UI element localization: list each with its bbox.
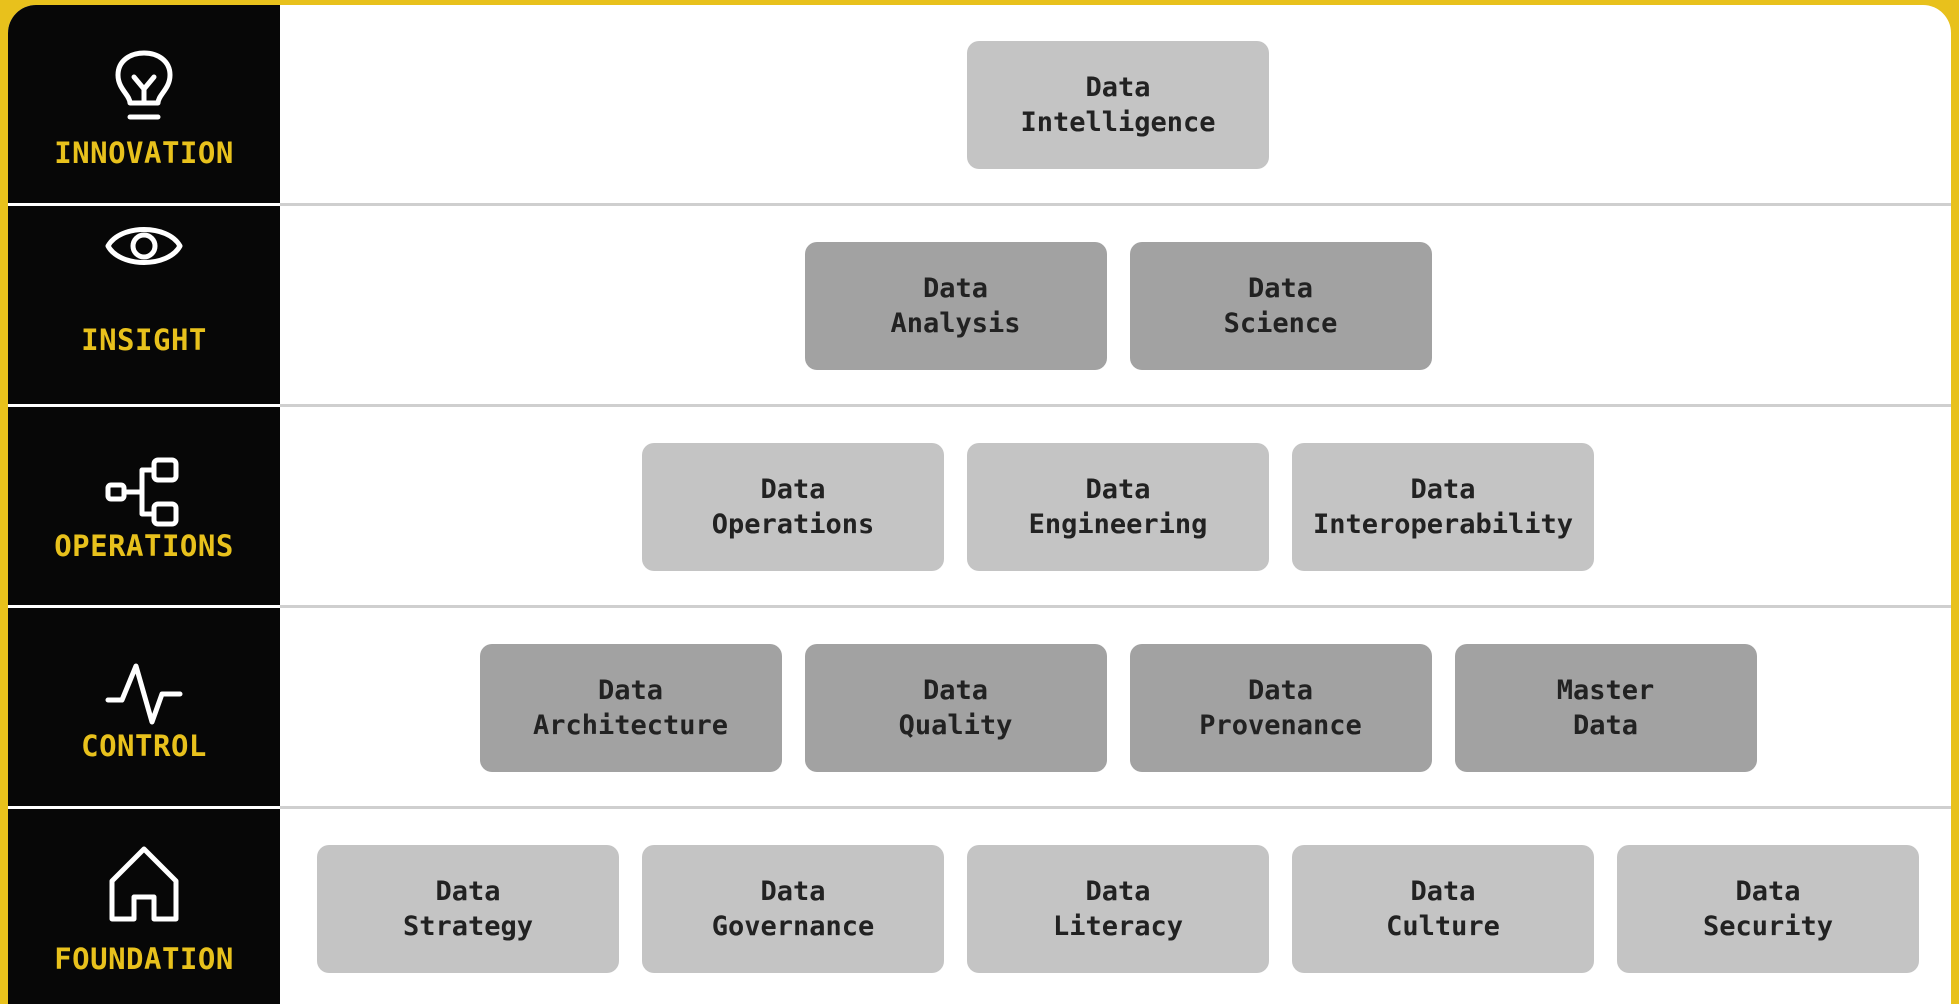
box-line1: Data (1410, 876, 1476, 907)
box-line2: Analysis (890, 308, 1021, 339)
layer-foundation: FOUNDATION Data Strategy Data Governance… (8, 809, 1951, 1004)
box-line2: Security (1702, 911, 1834, 942)
layer-label-panel: OPERATIONS (8, 407, 280, 607)
box-line1: Data (1410, 474, 1476, 505)
box-line2: Strategy (402, 911, 534, 942)
box-line2: Engineering (1028, 509, 1208, 540)
box-line2: Intelligence (1020, 107, 1216, 138)
box-line2: Operations (711, 509, 875, 540)
box-data-quality: Data Quality (804, 644, 1107, 772)
layer-label-panel: FOUNDATION (8, 809, 280, 1004)
layer-label: FOUNDATION (54, 942, 234, 976)
layer-label-panel: CONTROL (8, 608, 280, 808)
layer-label: OPERATIONS (54, 529, 234, 563)
pulse-icon (104, 654, 184, 734)
box-line1: Data (922, 273, 989, 304)
box-line1: Data (435, 876, 501, 907)
box-line1: Data (1085, 72, 1151, 103)
layer-boxes: Data Architecture Data Quality Data Prov… (313, 644, 1923, 772)
layer-boxes: Data Strategy Data Governance Data Liter… (313, 845, 1923, 973)
layer-label: CONTROL (81, 729, 207, 763)
box-data-security: Data Security (1617, 845, 1919, 973)
box-line2: Culture (1386, 911, 1500, 942)
pyramid-diagram: INNOVATION Data Intelligence INSIGHT Dat… (8, 5, 1951, 1004)
box-data-governance: Data Governance (642, 845, 944, 973)
box-line1: Data (597, 675, 664, 706)
label-divider (8, 404, 280, 407)
box-line1: Data (760, 474, 826, 505)
box-line1: Data (1247, 273, 1314, 304)
box-data-interoperability: Data Interoperability (1292, 443, 1594, 571)
box-line1: Data (1735, 876, 1801, 907)
layer-control: CONTROL Data Architecture Data Quality D… (8, 608, 1951, 808)
box-data-literacy: Data Literacy (967, 845, 1269, 973)
box-data-intelligence: Data Intelligence (967, 41, 1269, 169)
row-divider (8, 605, 1951, 608)
box-line2: Provenance (1199, 710, 1362, 741)
box-line2: Interoperability (1312, 509, 1574, 540)
house-icon (104, 845, 184, 925)
box-line2: Quality (898, 710, 1013, 741)
row-divider (8, 404, 1951, 407)
box-line2: Literacy (1052, 911, 1184, 942)
box-data-provenance: Data Provenance (1129, 644, 1432, 772)
layer-label-panel: INNOVATION (8, 5, 280, 203)
box-data-operations: Data Operations (642, 443, 944, 571)
layer-label-panel: INSIGHT (8, 206, 280, 406)
box-data-engineering: Data Engineering (967, 443, 1269, 571)
layer-label: INSIGHT (81, 323, 207, 357)
row-divider (8, 806, 1951, 809)
box-data-analysis: Data Analysis (804, 242, 1107, 370)
box-line1: Data (760, 876, 826, 907)
box-line1: Data (1247, 675, 1314, 706)
layer-insight: INSIGHT Data Analysis Data Science (8, 206, 1951, 406)
layer-innovation: INNOVATION Data Intelligence (8, 5, 1951, 203)
box-line1: Data (922, 675, 989, 706)
layer-operations: OPERATIONS Data Operations Data Engineer… (8, 407, 1951, 607)
box-line1: Master (1556, 675, 1655, 706)
row-divider (8, 203, 1951, 206)
box-line2: Architecture (532, 710, 729, 741)
box-data-culture: Data Culture (1292, 845, 1594, 973)
box-data-strategy: Data Strategy (317, 845, 619, 973)
box-line1: Data (1085, 876, 1151, 907)
layer-boxes: Data Analysis Data Science (313, 242, 1923, 370)
label-divider (8, 806, 280, 809)
layer-boxes: Data Intelligence (313, 41, 1923, 169)
layer-boxes: Data Operations Data Engineering Data In… (313, 443, 1923, 571)
eye-icon (104, 206, 184, 286)
workflow-icon (104, 452, 184, 532)
box-line2: Governance (711, 911, 875, 942)
layer-label: INNOVATION (54, 136, 234, 170)
box-data-science: Data Science (1129, 242, 1432, 370)
box-master-data: Master Data (1454, 644, 1757, 772)
lightbulb-icon (104, 47, 184, 127)
box-line2: Data (1572, 710, 1639, 741)
box-data-architecture: Data Architecture (479, 644, 782, 772)
label-divider (8, 203, 280, 206)
label-divider (8, 605, 280, 608)
box-line2: Science (1223, 308, 1338, 339)
box-line1: Data (1085, 474, 1151, 505)
